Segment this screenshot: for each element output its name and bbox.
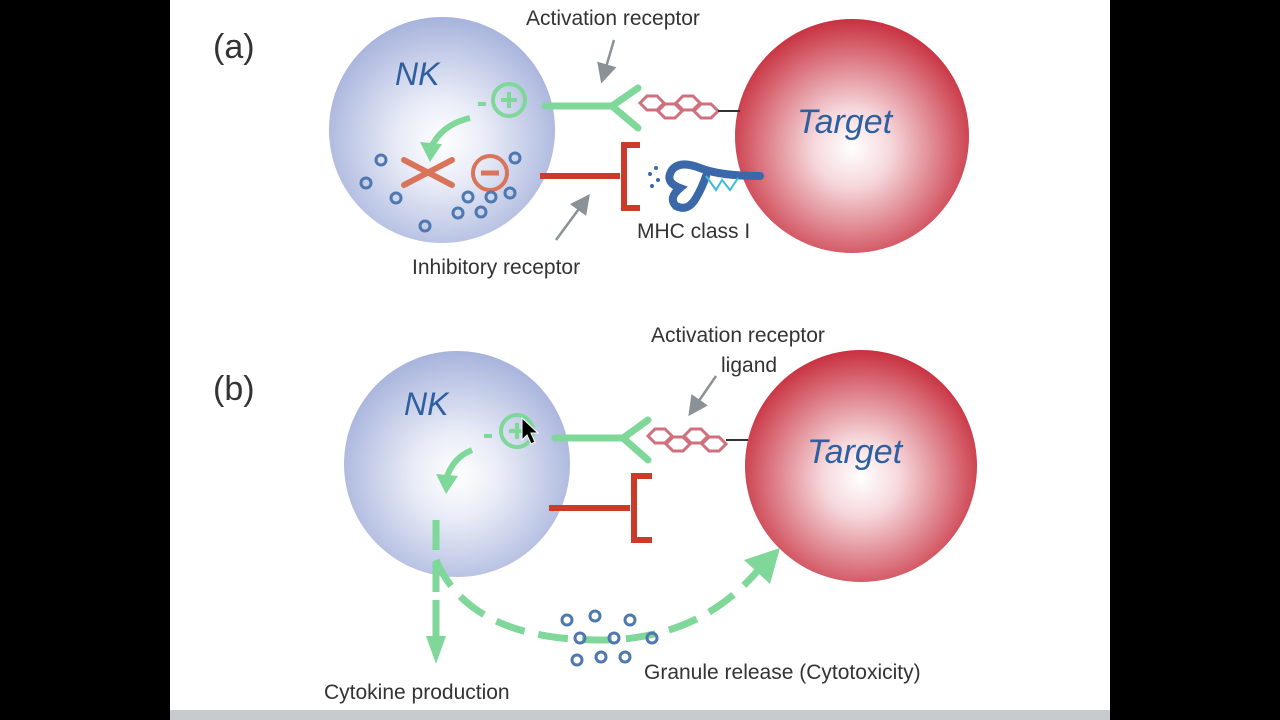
ligand-label-line2: ligand: [721, 354, 777, 377]
panel-b-label: (b): [213, 370, 255, 408]
ligand-pointer: [688, 375, 718, 417]
cursor-icon: [521, 416, 540, 445]
cytokine-production-label: Cytokine production: [324, 681, 510, 704]
inhibitory-receptor-a: [540, 142, 640, 211]
panel-a: (a) NK Target: [213, 7, 969, 279]
minus-icon: [471, 154, 509, 192]
activation-receptor-label: Activation receptor: [526, 7, 700, 30]
cytokine-arrowhead: [426, 636, 446, 664]
plus-icon: [478, 82, 527, 118]
granule-release-label: Granule release (Cytotoxicity): [644, 661, 921, 684]
target-cell-b: [745, 350, 977, 582]
blocked-signal-cross: [401, 157, 455, 188]
signal-arrowhead-a: [420, 142, 442, 162]
activation-receptor-b: [551, 416, 652, 464]
granules-b: [560, 609, 659, 667]
activation-receptor-pointer: [597, 39, 617, 84]
activation-ligand-b: [645, 427, 748, 453]
granule-release-path: [432, 558, 763, 644]
activation-receptor-a: [541, 84, 642, 132]
granules-a: [359, 151, 522, 233]
activation-ligand-a: [637, 94, 740, 120]
signal-arrowhead-b: [436, 474, 458, 494]
bottom-bar: [170, 710, 1110, 720]
ligand-label-line1: Activation receptor: [651, 324, 825, 347]
target-label-a: Target: [797, 103, 894, 141]
nk-label-b: NK: [404, 386, 450, 422]
panel-b: (b) NK Target: [213, 324, 977, 704]
target-cell-a: [735, 19, 969, 253]
inhibitory-receptor-b: [549, 473, 652, 543]
target-label-b: Target: [807, 433, 904, 471]
nk-label-a: NK: [395, 56, 441, 92]
granule-release-arrowhead: [744, 548, 780, 584]
mhc-class-i-label: MHC class I: [637, 220, 750, 243]
inhibitory-receptor-label: Inhibitory receptor: [412, 256, 580, 279]
inhibitory-receptor-pointer: [554, 193, 590, 241]
mhc-class-i: [648, 160, 764, 212]
panel-a-label: (a): [213, 28, 255, 66]
